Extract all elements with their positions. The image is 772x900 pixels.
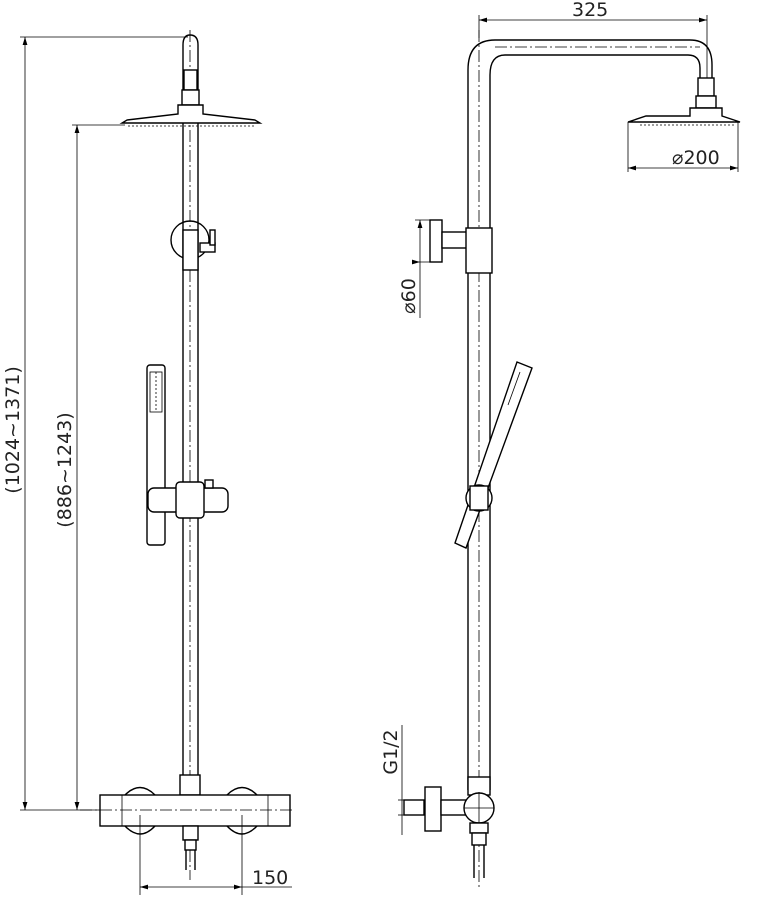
- arm-length-label: 325: [572, 0, 608, 21]
- wall-bracket: [170, 220, 216, 271]
- riser-pipe: [181, 30, 200, 880]
- bracket-diameter-label: ⌀60: [398, 278, 420, 314]
- thermostatic-mixer: [80, 774, 295, 870]
- head-diameter-label: ⌀200: [672, 147, 720, 169]
- head-height-label: (886~1243): [54, 412, 76, 527]
- dimension-lines-side: [398, 15, 739, 835]
- riser-and-arm: [467, 30, 717, 890]
- inlet-spacing-label: 150: [252, 867, 288, 889]
- hand-shower: [146, 364, 166, 546]
- hand-shower-side: [454, 361, 533, 549]
- overhead-shower-head-side: [627, 107, 741, 126]
- dimension-lines-front: [20, 36, 292, 895]
- total-height-label: (1024~1371): [2, 366, 24, 493]
- slide-holder: [147, 479, 229, 519]
- inlet-thread-label: G1/2: [380, 729, 402, 774]
- side-view: 325 ⌀200 ⌀60 G1/2: [380, 0, 741, 890]
- inlet-valve-side: [403, 776, 495, 878]
- front-view: 150 (1024~1371) (886~1243): [2, 30, 295, 895]
- overhead-shower-head: [119, 104, 263, 127]
- wall-bracket-side: [429, 219, 493, 274]
